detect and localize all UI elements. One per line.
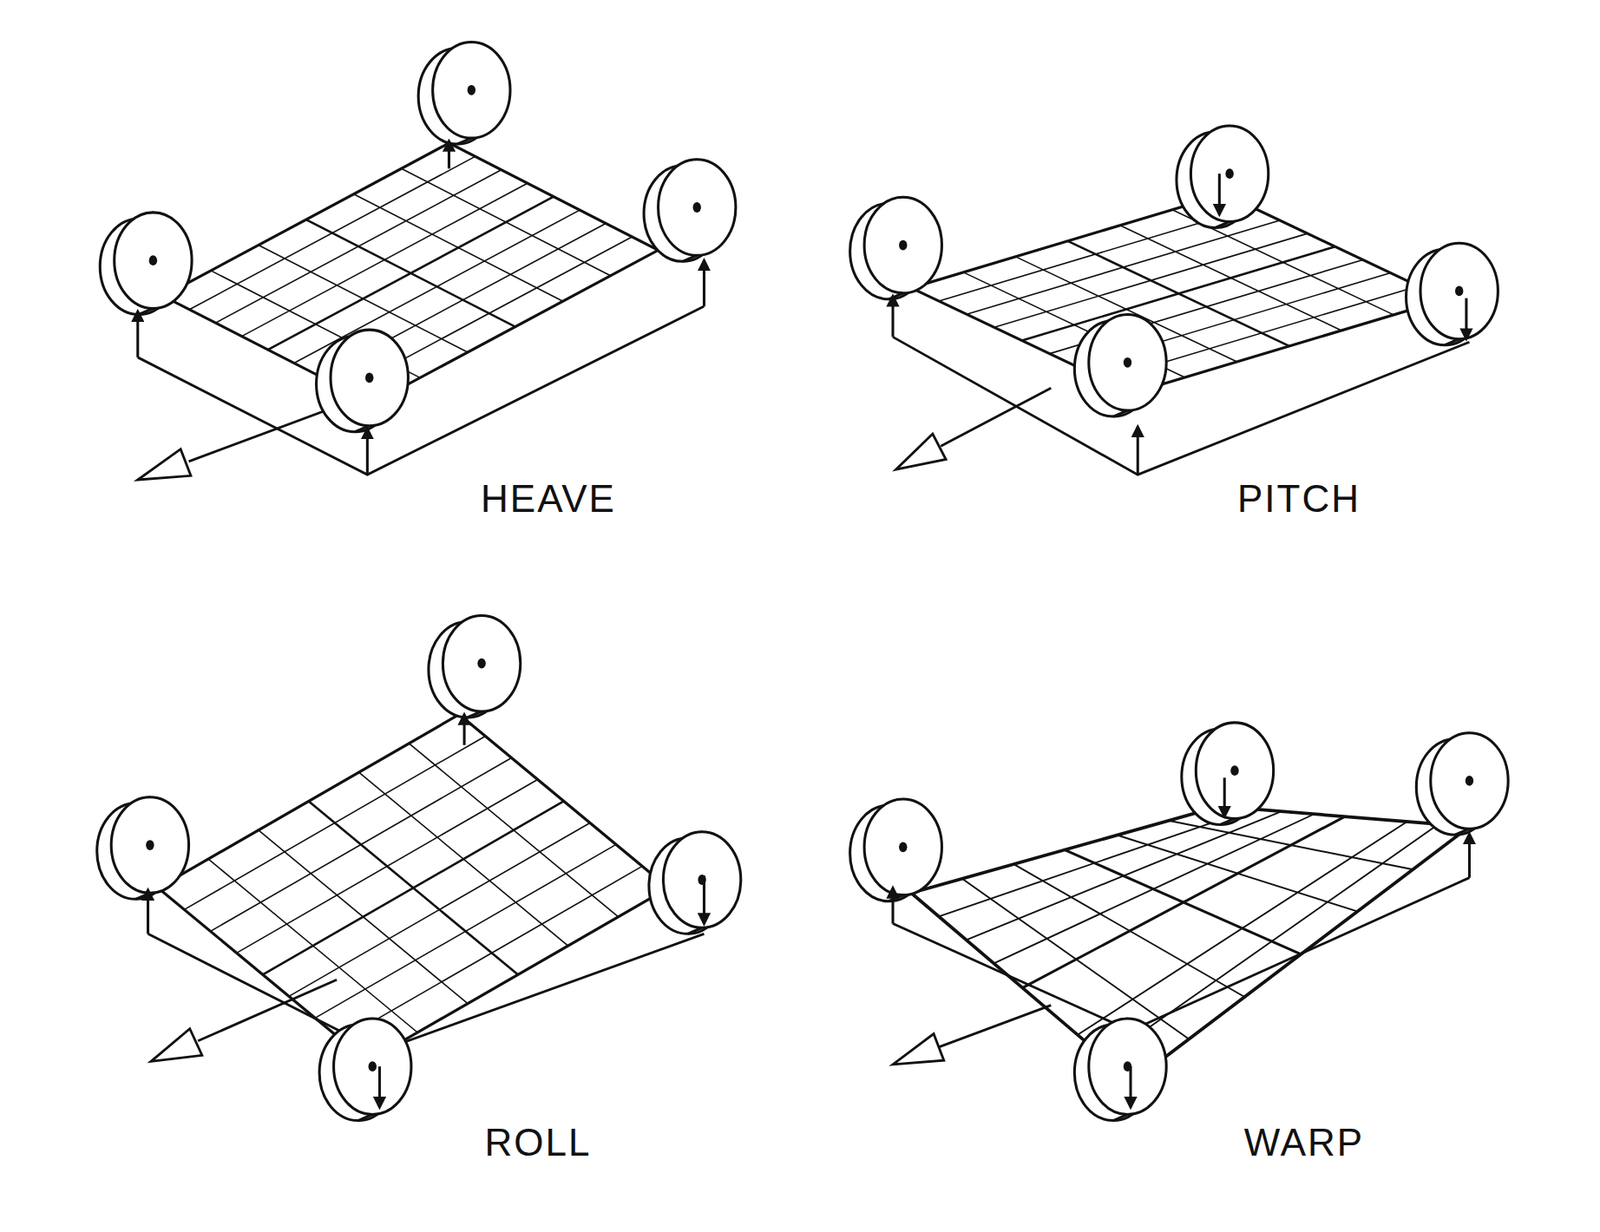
mode-label: PITCH [1237, 479, 1361, 519]
mode-label: WARP [1244, 1123, 1364, 1162]
mode-label: ROLL [485, 1123, 592, 1162]
mode-label: HEAVE [480, 479, 617, 519]
